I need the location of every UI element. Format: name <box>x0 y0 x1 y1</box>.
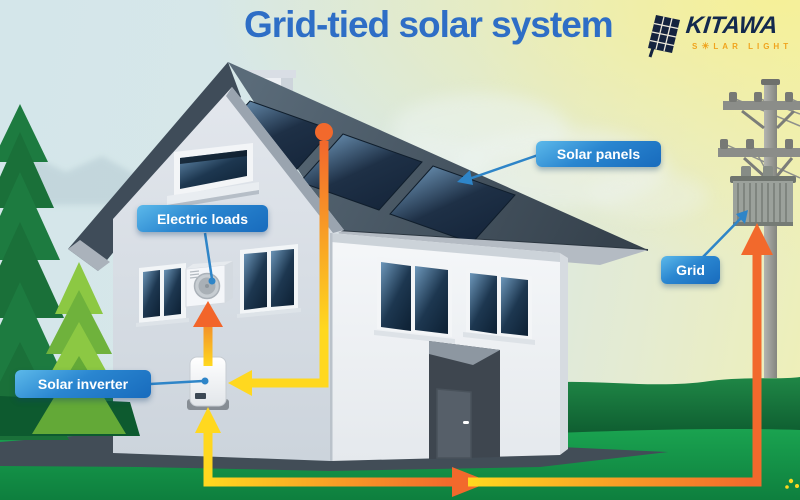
solar-panel-icon <box>648 15 680 58</box>
arrow-into-inverter-right <box>228 370 252 396</box>
label-grid: Grid <box>661 256 720 284</box>
label-connectors <box>149 152 748 386</box>
roof-plane <box>228 62 648 250</box>
arrow-into-inverter-bottom <box>195 407 221 433</box>
brand-logo: KITAWA S☀LAR LIGHT <box>644 12 800 63</box>
energy-flows <box>193 123 773 497</box>
label-solar-inverter: Solar inverter <box>15 370 151 398</box>
flow-ground-left <box>203 431 452 487</box>
right-wall-top-shadow <box>331 233 560 262</box>
connector-electric-loads-dot <box>208 277 216 285</box>
right-wall-corner-sliver <box>560 253 568 455</box>
connector-solar-inverter-dot <box>201 377 209 385</box>
attic-window <box>167 143 259 209</box>
brand-name: KITAWA <box>684 12 780 39</box>
connector-electric-loads <box>203 232 214 280</box>
ac-vents <box>189 270 200 279</box>
tagline-pre: S <box>692 42 702 51</box>
tagline-post: LAR LIGHT <box>713 42 793 51</box>
page-title: Grid-tied solar system <box>244 4 614 45</box>
connector-solar-inverter <box>149 379 204 386</box>
crossarm-lower <box>718 148 800 157</box>
brand-tagline: S☀LAR LIGHT <box>692 41 792 52</box>
arrow-into-transformer <box>741 223 773 255</box>
gable-under-roof-shadow <box>226 87 344 233</box>
label-electric-loads: Electric loads <box>137 205 268 232</box>
roof-left-soffit <box>68 240 110 271</box>
roof-left-edge <box>68 62 241 271</box>
connector-grid <box>700 215 744 260</box>
connector-solar-panels <box>465 152 542 182</box>
arrow-into-ac-unit <box>193 301 223 327</box>
label-solar-panels: Solar panels <box>536 141 661 167</box>
connector-grid-arrow <box>736 210 748 224</box>
flow-panels-to-inverter <box>250 141 329 388</box>
utility-pole <box>718 79 800 378</box>
flow-ground-right <box>468 252 762 487</box>
panel-connection-dot <box>315 123 333 141</box>
connector-solar-panels-arrow <box>457 170 473 185</box>
front-window-left <box>136 263 189 327</box>
pole-cap <box>761 79 780 85</box>
door-handle <box>463 421 469 424</box>
logo-text: KITAWA S☀LAR LIGHT <box>684 12 792 63</box>
wall-corner-line <box>330 233 333 461</box>
entry-door <box>429 341 500 459</box>
sun-icon: ☀ <box>701 41 714 51</box>
side-window-left <box>374 257 455 344</box>
crossarm-top <box>723 101 800 110</box>
front-window-right <box>237 244 301 318</box>
lawn-flowers <box>785 478 799 489</box>
insulators <box>720 92 793 149</box>
pole-braces <box>741 109 796 178</box>
inverter-display <box>195 393 206 399</box>
side-window-right <box>463 268 535 345</box>
pole-shaft <box>764 84 777 378</box>
